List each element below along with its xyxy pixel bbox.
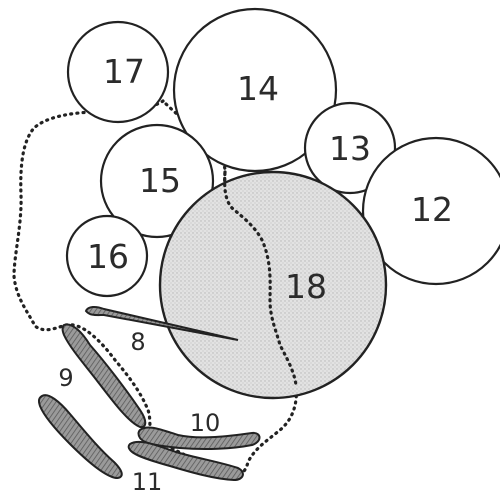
label-15: 15: [139, 161, 181, 200]
circle-15: [99, 123, 215, 239]
circle-13: [303, 101, 397, 195]
label-13: 13: [329, 129, 371, 168]
fragment-8: [84, 305, 239, 341]
label-14: 14: [237, 69, 279, 108]
label-10: 10: [190, 409, 221, 437]
label-16: 16: [87, 237, 129, 276]
label-12: 12: [411, 190, 453, 229]
circle-18-shaded: [158, 170, 388, 400]
label-8: 8: [130, 328, 145, 356]
circle-17: [66, 20, 170, 124]
circle-12: [361, 136, 500, 286]
label-9: 9: [58, 364, 73, 392]
fragment-11: [127, 440, 244, 482]
label-18: 18: [285, 267, 327, 306]
fragment-9-lower: [37, 394, 123, 480]
circle-14: [172, 7, 338, 173]
fragment-9: [61, 323, 147, 429]
fragment-10: [137, 426, 261, 450]
label-11: 11: [132, 468, 163, 491]
dotted-boundary-overlay: [223, 170, 298, 387]
circle-16: [65, 214, 149, 298]
label-17: 17: [103, 52, 145, 91]
